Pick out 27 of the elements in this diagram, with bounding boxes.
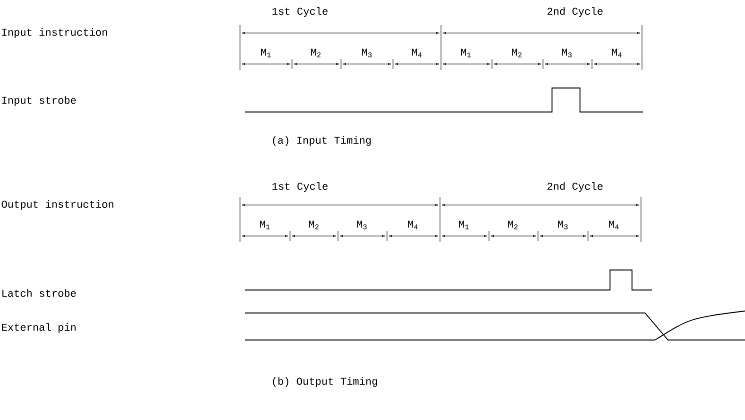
machine-cycle-label: M$_{2}$: [508, 220, 518, 230]
machine-cycle-label: M$_{4}$: [609, 220, 619, 230]
signal-name: Input strobe: [2, 96, 76, 106]
cycle-label: 2nd Cycle: [548, 7, 603, 17]
machine-cycle-label: M$_{1}$: [461, 48, 471, 58]
machine-cycle-label: M$_{3}$: [558, 220, 568, 230]
machine-cycle-label: M$_{1}$: [459, 220, 469, 230]
machine-cycle-label: M$_{3}$: [357, 220, 367, 230]
cycle-label: 1st Cycle: [272, 182, 328, 192]
signal-name: Latch strobe: [2, 289, 76, 297]
machine-cycle-label: M$_{1}$: [260, 220, 270, 230]
machine-cycle-label: M$_{4}$: [412, 48, 422, 58]
machine-cycle-label: M$_{4}$: [408, 220, 418, 230]
machine-cycle-label: M$_{1}$: [261, 48, 271, 58]
cycle-label: 2nd Cycle: [548, 182, 603, 192]
signal-name: Output instruction: [2, 200, 114, 210]
signal-name: Input instruction: [2, 28, 107, 38]
machine-cycle-label: M$_{2}$: [309, 220, 319, 230]
signal-name: External pin: [2, 323, 76, 333]
caption: (b) Output Timing: [272, 377, 377, 387]
machine-cycle-label: M$_{4}$: [612, 48, 622, 58]
machine-cycle-label: M$_{3}$: [362, 48, 372, 58]
caption: (a) Input Timing: [272, 136, 371, 146]
machine-cycle-label: M$_{3}$: [562, 48, 572, 58]
machine-cycle-label: M$_{2}$: [512, 48, 522, 58]
machine-cycle-label: M$_{2}$: [311, 48, 321, 58]
cycle-label: 1st Cycle: [272, 7, 328, 17]
